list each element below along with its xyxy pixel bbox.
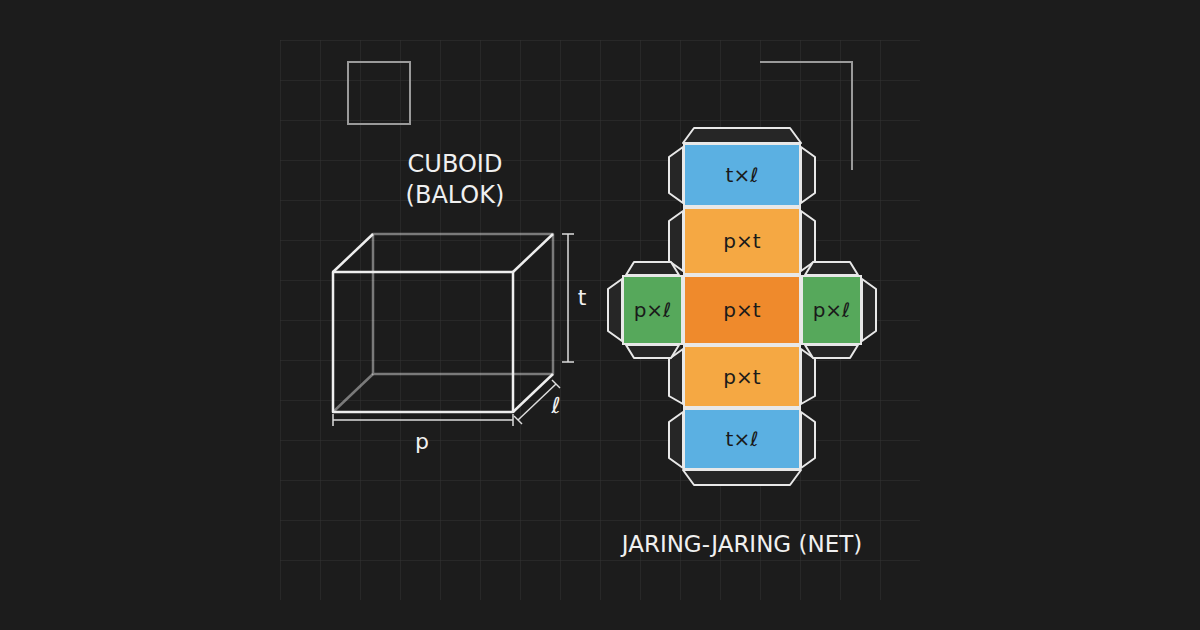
net-face: p×t [683,275,801,345]
cuboid-drawing [333,234,553,412]
face-label: p×ℓ [634,298,672,322]
face-label: p×t [723,365,760,389]
figure-title: CUBOID (BALOK) [375,149,535,211]
net-face: t×ℓ [683,408,801,470]
grid [280,40,920,600]
dimension-label: ℓ [541,392,571,421]
glue-tabs [608,128,876,485]
corner-square [348,62,410,124]
dimension-label: t [567,284,597,313]
net-face: p×ℓ [622,275,683,345]
face-label: p×ℓ [813,298,851,322]
face-label: p×t [723,229,760,253]
net-face: p×t [683,207,801,275]
net-face: t×ℓ [683,143,801,207]
net-face: p×t [683,345,801,408]
figure-title: JARING-JARING (NET) [612,530,872,560]
face-label: t×ℓ [726,427,759,451]
dimension-label: p [407,428,437,457]
face-label: t×ℓ [726,163,759,187]
net-face: p×ℓ [801,275,862,345]
dimension-lines [333,234,574,426]
face-label: p×t [723,298,760,322]
